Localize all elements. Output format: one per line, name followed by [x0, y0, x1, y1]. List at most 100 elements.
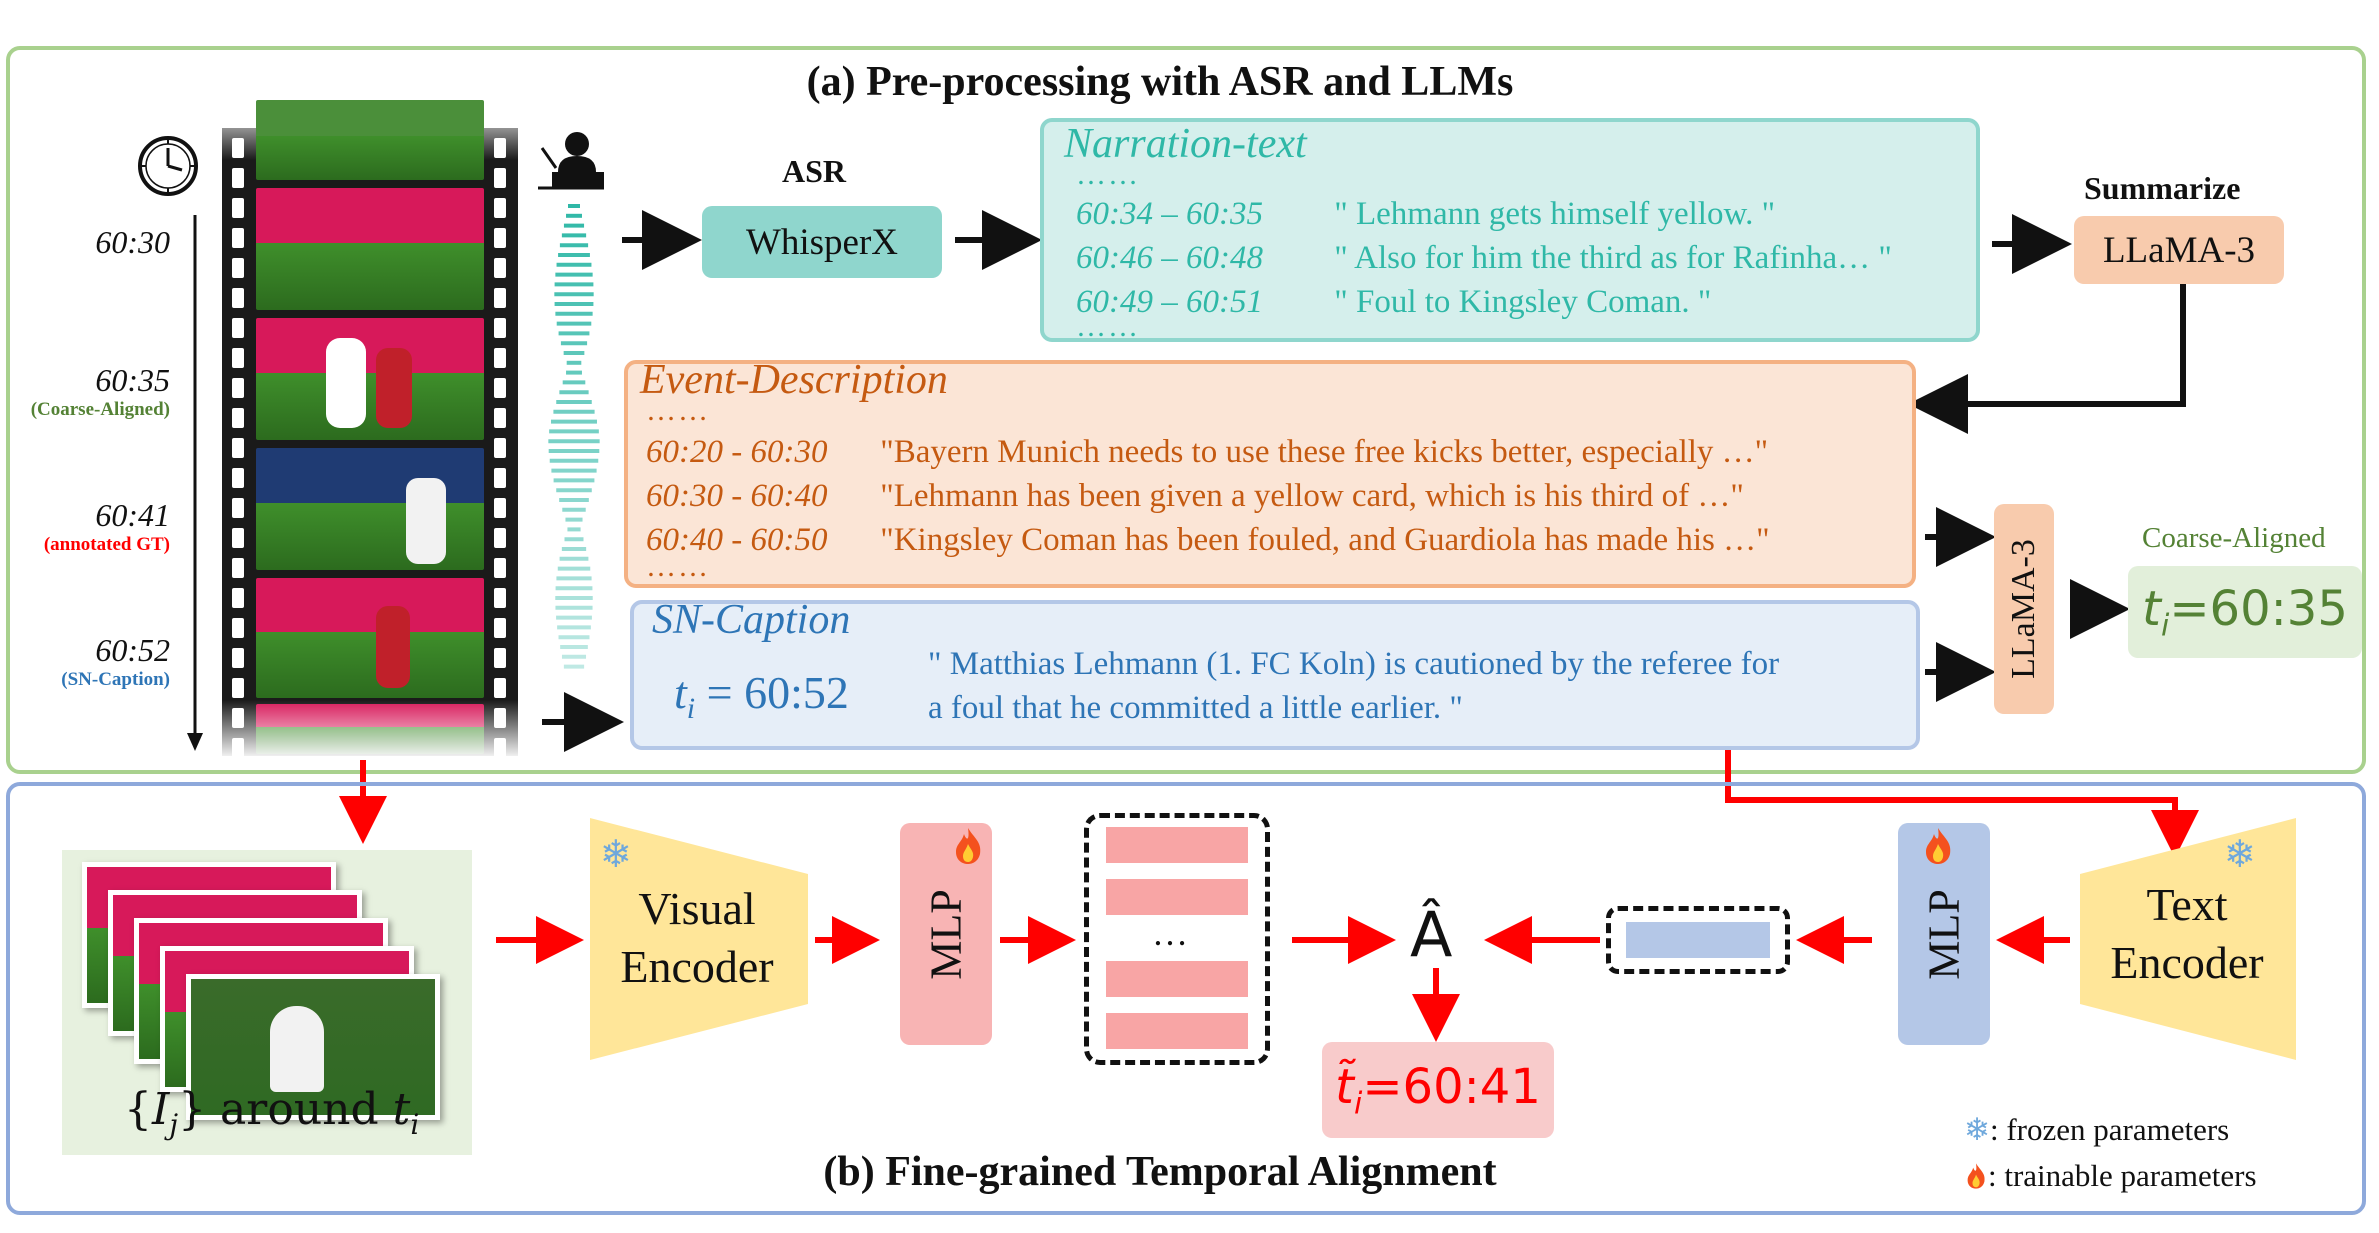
narration-dots-top: …… [1076, 158, 1140, 191]
summarize-label: Summarize [2084, 170, 2241, 206]
coarse-sub: i [2160, 608, 2170, 644]
video-frame [256, 578, 484, 698]
film-sprocket-hole [494, 138, 506, 158]
event-time: 60:40 - 60:50 [646, 522, 828, 558]
sn-caption-text-line2: a foul that he committed a little earlie… [928, 690, 1463, 726]
event-row: 60:30 - 60:40 "Lehmann has been given a … [646, 478, 1744, 515]
player-figure [270, 1006, 324, 1092]
visual-feature-bar [1106, 961, 1248, 997]
video-frame [256, 188, 484, 310]
event-dots-bottom: …… [646, 550, 710, 583]
sn-caption-time-value: = 60:52 [695, 667, 849, 718]
llama3-align-box: LLaMA-3 [1994, 504, 2054, 714]
frames-sub: j [169, 1107, 179, 1141]
film-sprocket-hole [232, 288, 244, 308]
visual-feature-bar [1106, 827, 1248, 863]
narration-text: " Foul to Kingsley Coman. " [1334, 284, 1712, 320]
timeline-sub-label: (Coarse-Aligned) [30, 399, 170, 420]
film-sprocket-hole [494, 288, 506, 308]
film-sprocket-hole [232, 558, 244, 578]
film-sprocket-hole [494, 168, 506, 188]
narration-text: " Lehmann gets himself yellow. " [1334, 196, 1776, 232]
film-sprocket-hole [494, 558, 506, 578]
narration-time: 60:49 – 60:51 [1076, 284, 1263, 320]
timeline-time: 60:52 [95, 632, 170, 668]
sn-caption-time-var: t [674, 667, 687, 718]
legend-trainable: : trainable parameters [1964, 1158, 2257, 1194]
llama3-summarize-box: LLaMA-3 [2074, 216, 2284, 284]
event-text: "Kingsley Coman has been fouled, and Gua… [880, 522, 1770, 558]
mlp-text-label: MLP [1919, 888, 1969, 980]
film-sprocket-hole [232, 618, 244, 638]
timeline-time: 60:35 [95, 362, 170, 398]
text-encoder-line2: Encoder [2110, 937, 2264, 988]
coarse-var: t [2142, 580, 2161, 637]
film-fade-bottom [222, 700, 518, 760]
film-sprocket-hole [494, 348, 506, 368]
film-sprocket-hole [232, 588, 244, 608]
film-sprocket-hole [494, 528, 506, 548]
coarse-value: =60:35 [2169, 580, 2348, 637]
snowflake-icon: ❄ [2224, 832, 2256, 876]
visual-encoder-line1: Visual [638, 883, 756, 934]
legend-trainable-label: : trainable parameters [1988, 1158, 2257, 1193]
film-sprocket-hole [494, 438, 506, 458]
snowflake-icon: ❄ [1964, 1112, 1990, 1148]
film-sprocket-hole [494, 618, 506, 638]
film-sprocket-hole [232, 228, 244, 248]
event-time: 60:30 - 60:40 [646, 478, 828, 514]
audio-waveform [548, 204, 600, 669]
snowflake-icon: ❄ [600, 832, 632, 876]
timeline-time: 60:30 [95, 224, 170, 260]
film-sprocket-hole [232, 498, 244, 518]
film-sprocket-hole [232, 408, 244, 428]
film-sprocket-hole [232, 528, 244, 548]
text-feature-bar [1626, 922, 1770, 958]
llama3-align-label: LLaMA-3 [2005, 539, 2042, 679]
timeline-mark-4: 60:52 (SN-Caption) [10, 632, 170, 691]
film-sprocket-hole [232, 198, 244, 218]
narration-row: 60:34 – 60:35 " Lehmann gets himself yel… [1076, 196, 1775, 233]
film-sprocket-hole [494, 198, 506, 218]
sn-caption-time-sub: i [686, 692, 696, 726]
llama3-summarize-label: LLaMA-3 [2102, 229, 2256, 271]
legend-frozen-label: : frozen parameters [1989, 1112, 2230, 1147]
event-dots-top: …… [646, 394, 710, 427]
sn-caption-box [630, 600, 1920, 750]
result-var: t̃ [1335, 1058, 1354, 1115]
film-sprocket-hole [494, 318, 506, 338]
result-value: =60:41 [1362, 1058, 1541, 1115]
timeline-mark-3: 60:41 (annotated GT) [10, 497, 170, 556]
narration-dots-bottom: …… [1076, 310, 1140, 343]
visual-features-box [1084, 813, 1270, 1065]
clock-icon [138, 136, 198, 196]
visual-encoder-label: Visual Encoder [592, 880, 802, 996]
narration-row: 60:46 – 60:48 " Also for him the third a… [1076, 240, 1892, 277]
legend-frozen: ❄: frozen parameters [1964, 1112, 2229, 1148]
event-time: 60:20 - 60:30 [646, 434, 828, 470]
panel-a-title: (a) Pre-processing with ASR and LLMs [806, 59, 1514, 105]
sn-caption-text-line1: " Matthias Lehmann (1. FC Koln) is cauti… [928, 646, 1780, 682]
film-sprocket-hole [494, 258, 506, 278]
mlp-visual-label: MLP [921, 888, 971, 980]
frames-t: t [392, 1084, 411, 1135]
film-sprocket-hole [232, 648, 244, 668]
narration-time: 60:34 – 60:35 [1076, 196, 1263, 232]
frames-caption: {Ij} around ti [124, 1084, 419, 1141]
fine-aligned-value: t̃i=60:41 [1335, 1059, 1541, 1122]
event-text: "Lehmann has been given a yellow card, w… [880, 478, 1744, 514]
film-sprocket-hole [232, 318, 244, 338]
event-row: 60:40 - 60:50 "Kingsley Coman has been f… [646, 522, 1770, 559]
film-sprocket-hole [232, 438, 244, 458]
text-encoder-label: Text Encoder [2082, 876, 2292, 992]
video-frame [256, 448, 484, 570]
film-sprocket-hole [232, 258, 244, 278]
video-frame [256, 318, 484, 440]
timeline-sub-label: (annotated GT) [43, 534, 170, 555]
film-sprocket-hole [494, 648, 506, 668]
visual-feature-bar [1106, 1013, 1248, 1049]
visual-features-ellipsis: … [1152, 913, 1188, 953]
whisperx-box: WhisperX [702, 206, 942, 278]
frames-var: I [152, 1084, 170, 1135]
